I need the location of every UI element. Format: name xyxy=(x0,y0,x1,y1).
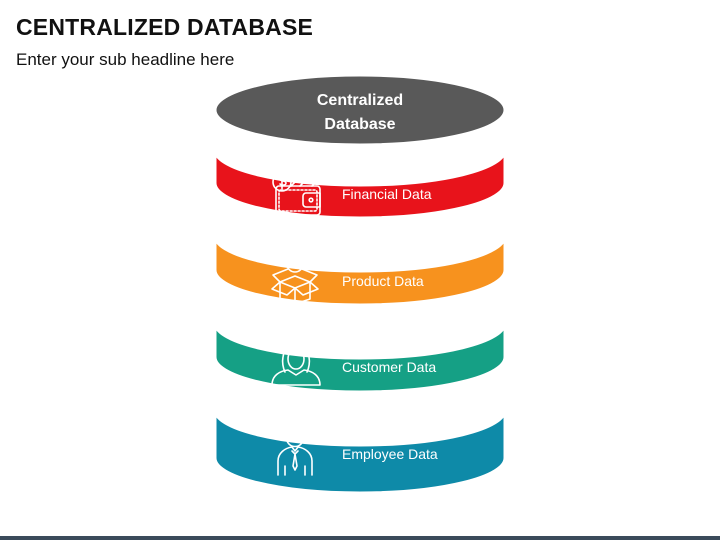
layer-label-product: Product Data xyxy=(342,273,424,289)
employee-icon xyxy=(277,428,313,476)
page-title: CENTRALIZED DATABASE xyxy=(16,14,314,40)
customer-icon xyxy=(271,343,321,386)
layer-label-customer: Customer Data xyxy=(342,359,436,375)
layer-label-financial: Financial Data xyxy=(342,186,432,202)
top-label-line2: Database xyxy=(324,116,395,133)
layer-customer xyxy=(213,322,507,394)
database-top-cap: Centralized Database xyxy=(213,73,507,147)
footer-bar xyxy=(0,536,720,540)
page-subtitle: Enter your sub headline here xyxy=(16,50,235,69)
product-box-icon xyxy=(271,255,319,305)
layer-financial xyxy=(213,149,507,220)
layer-product xyxy=(213,235,507,307)
wallet-dollar-icon xyxy=(272,172,321,216)
database-layers xyxy=(213,149,507,495)
top-label-line1: Centralized xyxy=(317,92,403,109)
top-cap-ellipse xyxy=(213,73,507,147)
layer-label-employee: Employee Data xyxy=(342,446,438,462)
